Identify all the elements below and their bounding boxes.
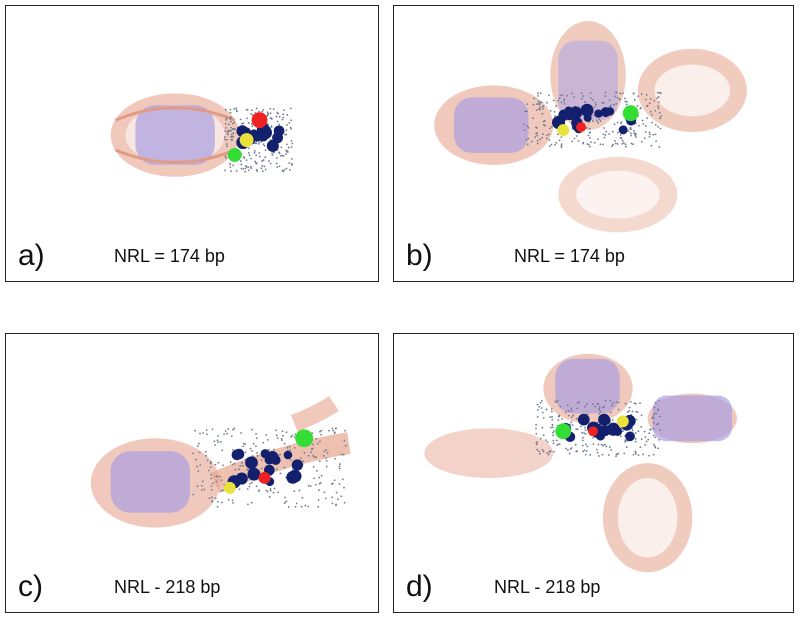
- particle-cluster-c: [192, 427, 347, 508]
- nucleosome-b3: [637, 48, 747, 133]
- panel-label: d): [406, 570, 433, 603]
- nucleosome-a1: [110, 93, 240, 177]
- nucleosome-b4: [558, 156, 678, 233]
- panel-d: d) NRL - 218 bp: [393, 333, 794, 613]
- marker-red: [251, 112, 268, 129]
- nucleosome-b2: [550, 20, 626, 131]
- nrl-caption: NRL = 174 bp: [114, 246, 225, 266]
- nucleosome-b1: [434, 85, 554, 165]
- panel-label: c): [18, 570, 43, 603]
- chromatin-render-d: [424, 353, 737, 573]
- marker-yellow: [223, 481, 236, 494]
- marker-red: [258, 472, 271, 484]
- chromatin-render-c: [90, 395, 351, 528]
- panel-label: a): [18, 239, 45, 272]
- chromatin-render-a: [110, 93, 294, 177]
- marker-green: [622, 105, 639, 122]
- nucleosome-c1: [90, 438, 220, 528]
- marker-green: [227, 147, 242, 162]
- marker-green: [295, 429, 314, 448]
- panel-b: b) NRL = 174 bp: [393, 5, 794, 282]
- panel-a: a) NRL = 174 bp: [5, 5, 379, 282]
- marker-red: [576, 122, 587, 133]
- nucleosome-d3: [647, 393, 737, 444]
- nucleosome-d1: [424, 428, 554, 478]
- nrl-caption: NRL = 174 bp: [514, 246, 625, 266]
- nucleosome-d4: [602, 463, 693, 573]
- marker-yellow: [557, 124, 570, 137]
- nrl-caption: NRL - 218 bp: [114, 577, 221, 597]
- marker-red: [588, 426, 598, 437]
- particle-cluster-b: [523, 91, 663, 149]
- nrl-caption: NRL - 218 bp: [494, 577, 601, 597]
- chromatin-render-b: [434, 20, 747, 233]
- panel-c: c) NRL - 218 bp: [5, 333, 379, 613]
- marker-yellow: [616, 415, 629, 428]
- marker-green: [555, 423, 572, 440]
- panel-label: b): [406, 239, 433, 272]
- marker-yellow: [239, 133, 254, 147]
- nucleosome-d2: [543, 353, 633, 424]
